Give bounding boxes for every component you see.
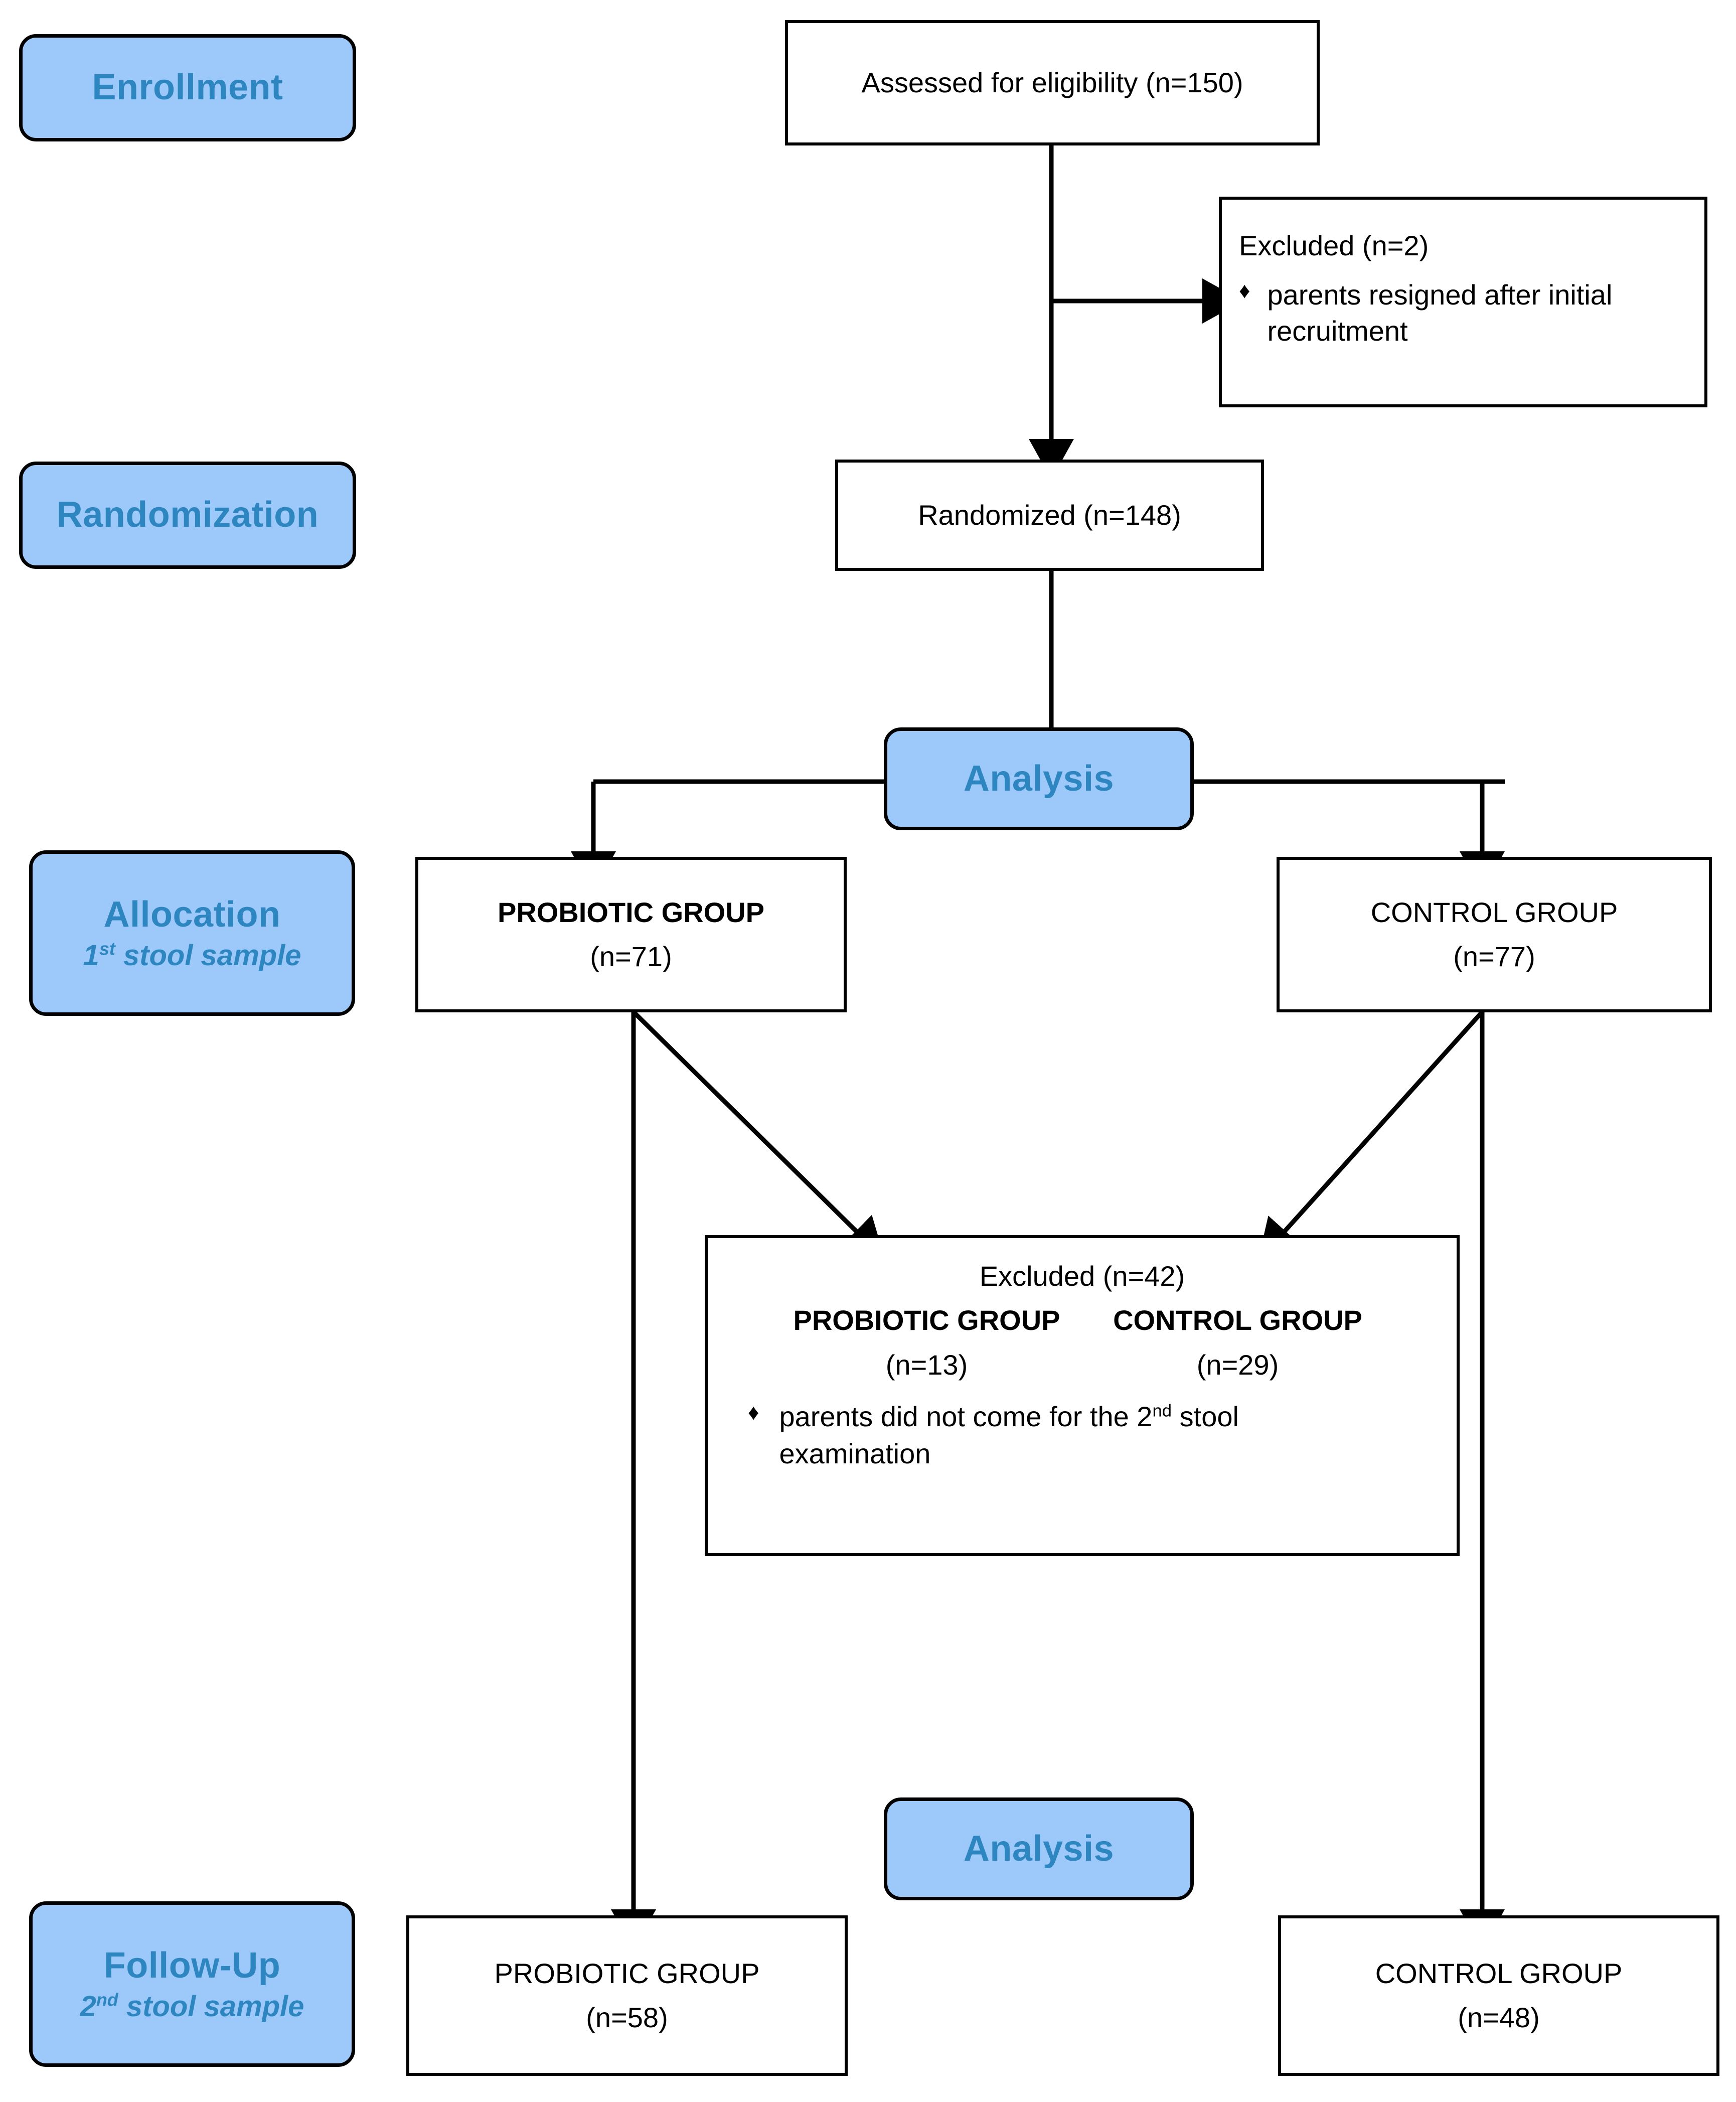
stage-label-randomization-title: Randomization bbox=[56, 495, 319, 535]
stage-label-randomization: Randomization bbox=[19, 462, 356, 569]
node-assessed-line1: Assessed for eligibility (n=150) bbox=[861, 67, 1243, 99]
node-control-group-followup: CONTROL GROUP (n=48) bbox=[1278, 1915, 1719, 2076]
stage-label-analysis-top: Analysis bbox=[884, 727, 1194, 830]
node-control-group-allocation: CONTROL GROUP (n=77) bbox=[1277, 857, 1712, 1012]
node-excluded-followup-col-control-n: (n=29) bbox=[1196, 1349, 1279, 1381]
stage-label-followup-subtitle: 2nd stool sample bbox=[80, 1989, 304, 2023]
stage-label-allocation-subtitle: 1st stool sample bbox=[83, 938, 301, 972]
node-excluded-enrollment-bullet-text: parents resigned after initial recruitme… bbox=[1267, 278, 1613, 347]
node-excluded-enrollment-title: Excluded (n=2) bbox=[1239, 230, 1429, 261]
node-excluded-followup-col-control-head: CONTROL GROUP bbox=[1113, 1304, 1362, 1336]
node-probiotic-group-allocation-line2: (n=71) bbox=[590, 941, 672, 972]
node-excluded-followup-bullet-text: parents did not come for the 2nd stool e… bbox=[779, 1401, 1239, 1469]
node-excluded-followup-title: Excluded (n=42) bbox=[979, 1260, 1185, 1292]
node-probiotic-group-followup-line1: PROBIOTIC GROUP bbox=[494, 1958, 760, 1990]
node-excluded-followup-bullet-row: ♦ parents did not come for the 2nd stool… bbox=[748, 1398, 1457, 1472]
node-probiotic-group-allocation-line1: PROBIOTIC GROUP bbox=[497, 896, 765, 929]
stage-label-followup: Follow-Up 2nd stool sample bbox=[29, 1901, 355, 2067]
stage-label-followup-title: Follow-Up bbox=[103, 1945, 281, 1986]
stage-label-analysis-bottom: Analysis bbox=[884, 1797, 1194, 1900]
edge-probiotic-to-excluded2 bbox=[632, 1010, 885, 1260]
node-excluded-followup-col-probiotic-head: PROBIOTIC GROUP bbox=[793, 1304, 1060, 1336]
node-randomized-line1: Randomized (n=148) bbox=[918, 499, 1181, 531]
stage-label-enrollment: Enrollment bbox=[19, 34, 356, 141]
node-excluded-followup-content: Excluded (n=42) PROBIOTIC GROUP (n=13) C… bbox=[708, 1238, 1457, 1472]
node-probiotic-group-allocation: PROBIOTIC GROUP (n=71) bbox=[415, 857, 847, 1012]
node-excluded-followup-col-control: CONTROL GROUP (n=29) bbox=[1102, 1302, 1373, 1383]
diamond-bullet-icon: ♦ bbox=[1239, 278, 1250, 303]
node-control-group-followup-line2: (n=48) bbox=[1458, 2002, 1540, 2033]
node-assessed-for-eligibility: Assessed for eligibility (n=150) bbox=[785, 20, 1320, 145]
diamond-bullet-icon: ♦ bbox=[748, 1400, 759, 1425]
stage-label-analysis-top-title: Analysis bbox=[963, 758, 1115, 799]
node-excluded-enrollment-bullet-row: ♦ parents resigned after initial recruit… bbox=[1239, 277, 1688, 350]
node-control-group-followup-line1: CONTROL GROUP bbox=[1375, 1958, 1623, 1990]
node-excluded-followup-col-probiotic-n: (n=13) bbox=[885, 1349, 968, 1381]
stage-label-allocation-title: Allocation bbox=[103, 894, 281, 935]
stage-label-enrollment-title: Enrollment bbox=[92, 67, 283, 108]
stage-label-analysis-bottom-title: Analysis bbox=[963, 1828, 1115, 1869]
node-control-group-allocation-line2: (n=77) bbox=[1453, 941, 1535, 972]
node-probiotic-group-followup: PROBIOTIC GROUP (n=58) bbox=[406, 1915, 848, 2076]
node-excluded-followup: Excluded (n=42) PROBIOTIC GROUP (n=13) C… bbox=[705, 1235, 1460, 1556]
node-excluded-enrollment: Excluded (n=2) ♦ parents resigned after … bbox=[1219, 197, 1707, 407]
node-randomized: Randomized (n=148) bbox=[835, 460, 1264, 571]
node-probiotic-group-followup-line2: (n=58) bbox=[586, 2002, 668, 2033]
node-excluded-followup-col-probiotic: PROBIOTIC GROUP (n=13) bbox=[792, 1302, 1062, 1383]
node-control-group-allocation-line1: CONTROL GROUP bbox=[1370, 896, 1618, 929]
stage-label-allocation: Allocation 1st stool sample bbox=[29, 850, 355, 1016]
node-excluded-followup-columns: PROBIOTIC GROUP (n=13) CONTROL GROUP (n=… bbox=[708, 1302, 1457, 1383]
edge-control-to-excluded2 bbox=[1257, 1010, 1484, 1261]
